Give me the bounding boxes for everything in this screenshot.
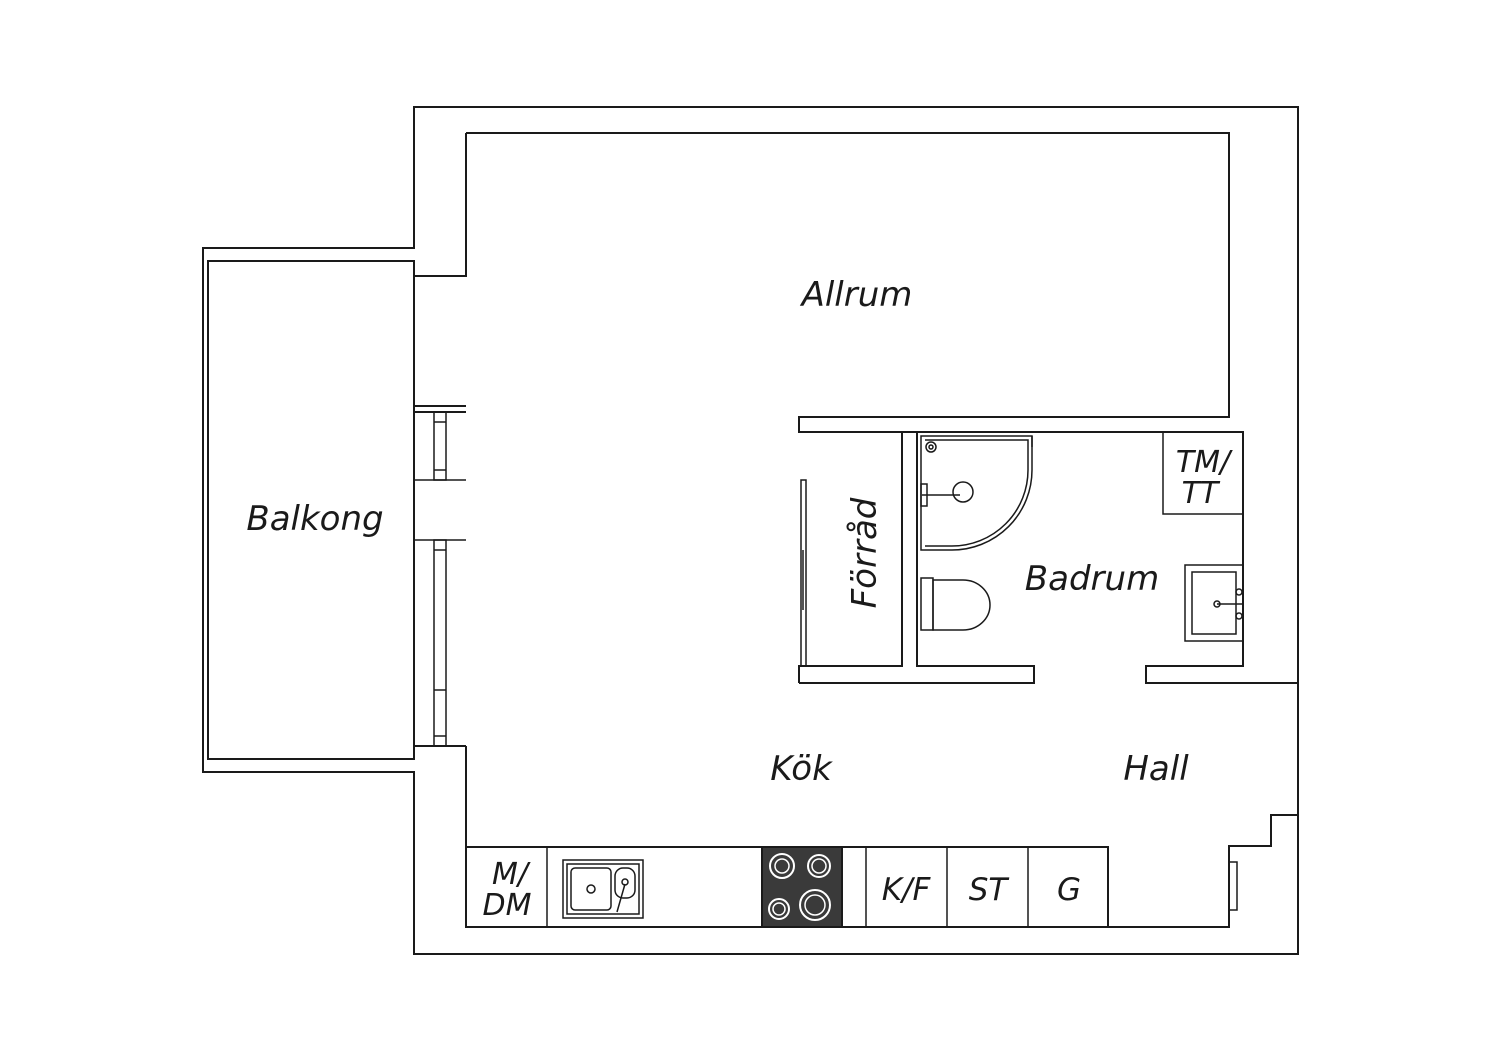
room-label-balkong: Balkong	[246, 499, 383, 539]
room-label-kok: Kök	[770, 749, 833, 789]
room-label-hall: Hall	[1123, 749, 1189, 789]
appliance-label-microwave-2: DM	[483, 888, 532, 923]
outer-wall	[202, 106, 1299, 955]
washbasin	[1184, 564, 1244, 642]
appliance-label-cabinet: ST	[969, 872, 1010, 908]
entry-door-frame	[1228, 861, 1238, 911]
appliance-label-washer-2: TT	[1182, 476, 1221, 511]
room-label-badrum: Badrum	[1025, 559, 1159, 599]
toilet	[920, 577, 991, 631]
appliance-label-washer-1: TM/	[1176, 445, 1233, 480]
stove	[761, 846, 843, 928]
balcony-outline	[207, 260, 415, 760]
room-label-allrum: Allrum	[800, 275, 913, 315]
appliance-label-microwave-1: M/	[492, 857, 531, 892]
appliance-label-fridge-freezer: K/F	[882, 872, 932, 908]
washer-dryer-box	[1162, 431, 1244, 515]
appliance-label-g: G	[1057, 872, 1081, 908]
inner-wall	[466, 132, 1298, 684]
room-label-forrad: Förråd	[845, 497, 885, 608]
storage-room	[798, 432, 1035, 684]
hall-entry-wall	[1108, 814, 1298, 928]
shower	[920, 435, 1033, 551]
inner-wall-left	[414, 133, 467, 277]
kitchen-sink	[562, 859, 644, 919]
balcony-door	[414, 405, 466, 747]
